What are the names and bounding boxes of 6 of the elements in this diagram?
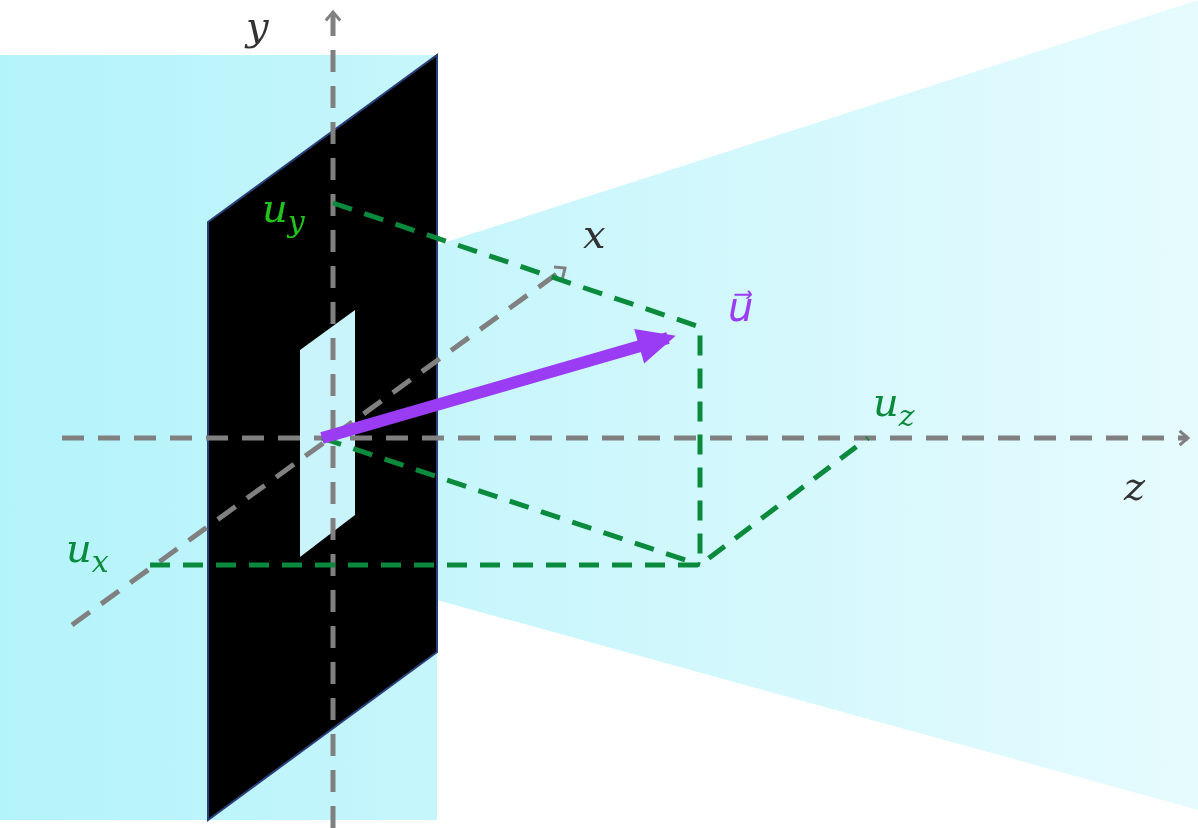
axis-label: z bbox=[1124, 466, 1146, 506]
component-label: u$_{z}$ bbox=[873, 382, 915, 431]
component-label: u$_{y}$ bbox=[262, 188, 305, 237]
axis-label: x bbox=[583, 214, 606, 254]
component-label: u$_{x}$ bbox=[66, 528, 109, 577]
vector-label: u⃗ bbox=[728, 287, 754, 327]
